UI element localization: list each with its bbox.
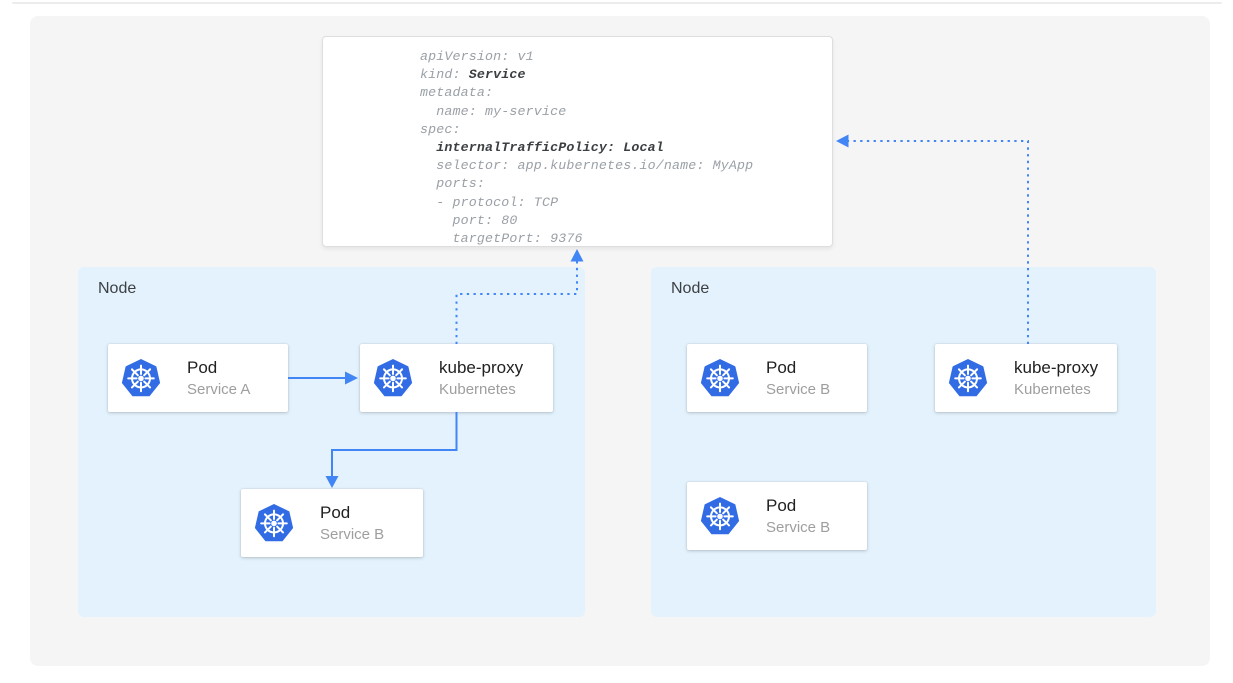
yaml-code-line: kind: Service	[420, 67, 526, 83]
yaml-code-line: apiVersion: v1	[420, 49, 534, 64]
card-subtitle: Service B	[320, 525, 385, 543]
kubernetes-icon	[700, 358, 740, 398]
card-title: Pod	[320, 502, 351, 522]
card-kube-proxy-left: kube-proxy Kubernetes	[360, 344, 553, 412]
node-label: Node	[98, 280, 137, 297]
card-title: kube-proxy	[439, 357, 524, 377]
yaml-code-line: metadata:	[420, 85, 494, 101]
card-title: Pod	[187, 357, 218, 377]
yaml-code-line: name: my-service	[420, 103, 567, 119]
kubernetes-icon	[121, 358, 161, 398]
card-title: Pod	[766, 357, 797, 377]
yaml-code-line: port: 80	[420, 212, 518, 228]
card-pod-service-a: Pod Service A	[108, 344, 288, 412]
yaml-code-line: selector: app.kubernetes.io/name: MyApp	[420, 158, 754, 174]
yaml-code: apiVersion: v1 kind: Service metadata: nam…	[420, 48, 753, 248]
card-subtitle: Service A	[187, 380, 251, 398]
card-pod-service-b-right-bottom: Pod Service B	[687, 482, 867, 550]
node-right: Node	[651, 267, 1156, 617]
kubernetes-icon	[373, 358, 413, 398]
card-subtitle: Service B	[766, 380, 831, 398]
yaml-code-line: internalTrafficPolicy: Local	[436, 140, 664, 156]
card-subtitle: Kubernetes	[439, 380, 516, 398]
node-label: Node	[671, 280, 710, 297]
service-yaml-card: apiVersion: v1 kind: Service metadata: nam…	[322, 36, 833, 247]
kubernetes-icon	[700, 496, 740, 536]
yaml-code-line: - protocol: TCP	[420, 194, 559, 210]
kubernetes-icon	[254, 503, 294, 543]
yaml-code-line: spec:	[420, 121, 461, 137]
node-left: Node	[78, 267, 585, 617]
card-pod-service-b-left: Pod Service B	[241, 489, 423, 557]
card-pod-service-b-right-top: Pod Service B	[687, 344, 867, 412]
card-kube-proxy-right: kube-proxy Kubernetes	[935, 344, 1117, 412]
card-subtitle: Kubernetes	[1014, 380, 1091, 398]
card-title: Pod	[766, 495, 797, 515]
card-title: kube-proxy	[1014, 357, 1099, 377]
yaml-code-line: ports:	[420, 176, 486, 192]
card-subtitle: Service B	[766, 518, 831, 536]
kubernetes-icon	[948, 358, 988, 398]
yaml-code-line: targetPort: 9376	[420, 231, 583, 247]
top-divider	[12, 2, 1222, 4]
